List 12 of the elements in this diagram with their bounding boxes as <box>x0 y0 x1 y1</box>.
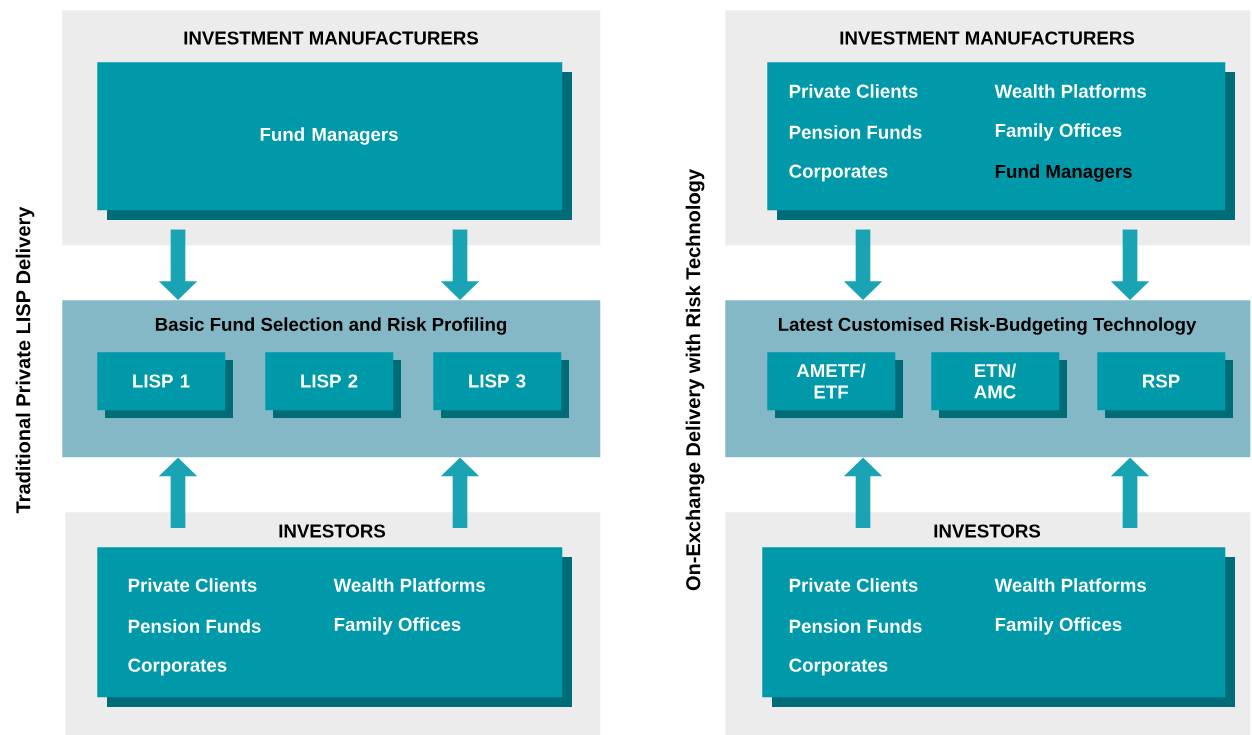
content-box: Private Clients Wealth Platforms Pension Funds Family Offices Corporates Fund Managers <box>767 62 1235 220</box>
content-box: LISP 3 <box>433 352 569 418</box>
content-box: RSP <box>1097 352 1233 418</box>
content-box: LISP 2 <box>265 352 401 418</box>
content-box: Private Clients Wealth Platforms Pension Funds Family Offices Corporates <box>97 547 572 707</box>
content-box: Private Clients Wealth Platforms Pension Funds Family Offices Corporates <box>762 547 1235 707</box>
content-box: AMETF/ ETF <box>767 352 903 418</box>
side-title: Traditional Private LISP Delivery <box>15 206 35 514</box>
content-box: ETN/ AMC <box>931 352 1067 418</box>
content-box: LISP 1 <box>97 352 233 418</box>
content-box: Fund Managers <box>97 62 572 220</box>
side-title: On-Exchange Delivery with Risk Technology <box>685 169 705 591</box>
